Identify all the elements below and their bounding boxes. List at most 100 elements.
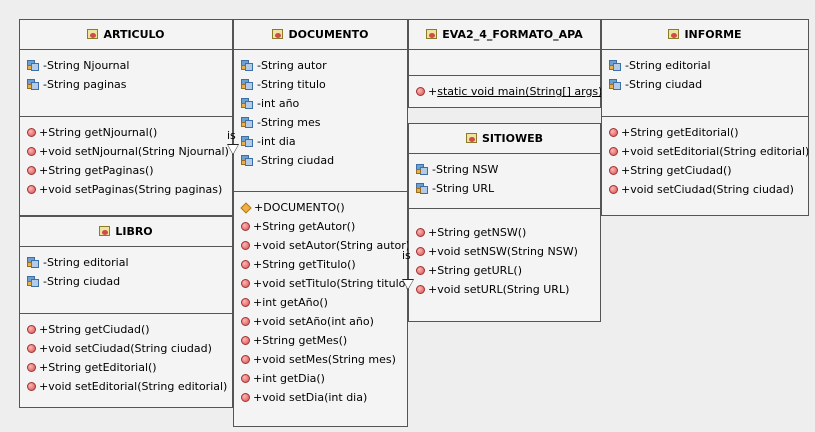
- private-field-icon: [241, 136, 254, 147]
- private-field-icon: [27, 60, 40, 71]
- method-row[interactable]: +void setCiudad(String ciudad): [602, 180, 808, 199]
- method-row[interactable]: +String getNSW(): [409, 223, 600, 242]
- class-name: DOCUMENTO: [288, 28, 369, 41]
- class-eva2-4-formato-apa[interactable]: EVA2_4_FORMATO_APA +static void main(Str…: [408, 19, 602, 108]
- field-row[interactable]: -String autor: [234, 56, 407, 75]
- private-field-icon: [416, 183, 429, 194]
- method-row[interactable]: +void setDia(int dia): [234, 388, 407, 407]
- class-icon: [87, 29, 99, 40]
- method-icon: [27, 363, 36, 372]
- method-icon: [609, 166, 618, 175]
- method-row[interactable]: +void setEditorial(String editorial): [602, 142, 809, 161]
- methods-section: +String getCiudad() +void setCiudad(Stri…: [20, 314, 232, 396]
- method-icon: [27, 185, 36, 194]
- method-icon: [27, 147, 36, 156]
- class-libro[interactable]: LIBRO -String editorial -String ciudad +…: [19, 216, 233, 408]
- method-icon: [27, 382, 36, 391]
- method-row[interactable]: +void setNSW(String NSW): [409, 242, 600, 261]
- private-field-icon: [241, 60, 254, 71]
- field-row[interactable]: -String titulo: [234, 75, 407, 94]
- method-icon: [416, 247, 425, 256]
- methods-section: +String getEditorial() +void setEditoria…: [602, 117, 809, 199]
- field-row[interactable]: -String editorial: [20, 253, 232, 272]
- field-row[interactable]: -String paginas: [20, 75, 232, 94]
- class-icon: [466, 133, 478, 144]
- method-row[interactable]: +String getPaginas(): [20, 161, 232, 180]
- method-row[interactable]: +String getNjournal(): [20, 123, 232, 142]
- fields-section: -String autor -String titulo -int año -S…: [234, 50, 407, 192]
- field-row[interactable]: -String mes: [234, 113, 407, 132]
- method-row[interactable]: +int getDia(): [234, 369, 407, 388]
- class-header: INFORME: [602, 20, 808, 50]
- method-row[interactable]: +void setPaginas(String paginas): [20, 180, 232, 199]
- private-field-icon: [27, 257, 40, 268]
- method-row[interactable]: +void setTitulo(String titulo): [234, 274, 410, 293]
- methods-section: +static void main(String[] args): [409, 76, 602, 101]
- field-row[interactable]: -String ciudad: [20, 272, 232, 291]
- method-icon: [609, 128, 618, 137]
- fields-section: -String editorial -String ciudad: [602, 50, 808, 117]
- class-name: INFORME: [684, 28, 742, 41]
- constructor-row[interactable]: +DOCUMENTO(): [234, 198, 407, 217]
- method-row[interactable]: +String getEditorial(): [20, 358, 232, 377]
- fields-section: -String editorial -String ciudad: [20, 247, 232, 314]
- class-informe[interactable]: INFORME -String editorial -String ciudad…: [601, 19, 809, 216]
- class-header: DOCUMENTO: [234, 20, 407, 50]
- class-icon: [272, 29, 284, 40]
- method-row[interactable]: +static void main(String[] args): [409, 82, 602, 101]
- inheritance-arrow-inner: [403, 280, 413, 289]
- method-icon: [416, 285, 425, 294]
- field-row[interactable]: -String editorial: [602, 56, 808, 75]
- method-row[interactable]: +String getMes(): [234, 331, 407, 350]
- method-icon: [416, 228, 425, 237]
- private-field-icon: [609, 79, 622, 90]
- method-row[interactable]: +void setCiudad(String ciudad): [20, 339, 232, 358]
- method-row[interactable]: +String getEditorial(): [602, 123, 808, 142]
- field-row[interactable]: -String URL: [409, 179, 600, 198]
- method-row[interactable]: +void setMes(String mes): [234, 350, 407, 369]
- method-row[interactable]: +String getAutor(): [234, 217, 407, 236]
- method-icon: [241, 279, 250, 288]
- is-label-articulo: is: [227, 129, 236, 142]
- method-icon: [416, 266, 425, 275]
- field-row[interactable]: -String NSW: [409, 160, 600, 179]
- method-icon: [241, 393, 250, 402]
- method-row[interactable]: +String getURL(): [409, 261, 600, 280]
- class-name: ARTICULO: [103, 28, 165, 41]
- method-row[interactable]: +String getCiudad(): [602, 161, 808, 180]
- inheritance-arrow-inner: [228, 145, 238, 154]
- method-icon: [416, 87, 425, 96]
- class-icon: [426, 29, 438, 40]
- fields-section: -String NSW -String URL: [409, 154, 600, 209]
- method-row[interactable]: +void setURL(String URL): [409, 280, 600, 299]
- method-row[interactable]: +void setEditorial(String editorial): [20, 377, 232, 396]
- field-row[interactable]: -String ciudad: [602, 75, 808, 94]
- method-row[interactable]: +int getAño(): [234, 293, 407, 312]
- method-row[interactable]: +void setAutor(String autor): [234, 236, 410, 255]
- is-label-sitioweb: is: [402, 249, 411, 262]
- class-name: EVA2_4_FORMATO_APA: [442, 28, 583, 41]
- class-articulo[interactable]: ARTICULO -String Njournal -String pagina…: [19, 19, 233, 216]
- class-header: ARTICULO: [20, 20, 232, 50]
- method-row[interactable]: +void setNjournal(String Njournal): [20, 142, 232, 161]
- private-field-icon: [241, 79, 254, 90]
- method-icon: [241, 298, 250, 307]
- class-header: EVA2_4_FORMATO_APA: [409, 20, 600, 50]
- method-icon: [241, 317, 250, 326]
- class-sitioweb[interactable]: SITIOWEB -String NSW -String URL +String…: [408, 123, 601, 322]
- class-name: LIBRO: [115, 225, 153, 238]
- field-row[interactable]: -int dia: [234, 132, 407, 151]
- field-row[interactable]: -String Njournal: [20, 56, 232, 75]
- class-documento[interactable]: DOCUMENTO -String autor -String titulo -…: [233, 19, 410, 427]
- private-field-icon: [27, 276, 40, 287]
- method-icon: [241, 355, 250, 364]
- fields-section: -String Njournal -String paginas: [20, 50, 232, 117]
- class-icon: [99, 226, 111, 237]
- fields-section: [409, 50, 600, 76]
- method-row[interactable]: +void setAño(int año): [234, 312, 407, 331]
- field-row[interactable]: -String ciudad: [234, 151, 407, 170]
- private-field-icon: [241, 117, 254, 128]
- field-row[interactable]: -int año: [234, 94, 407, 113]
- method-row[interactable]: +String getTitulo(): [234, 255, 407, 274]
- method-row[interactable]: +String getCiudad(): [20, 320, 232, 339]
